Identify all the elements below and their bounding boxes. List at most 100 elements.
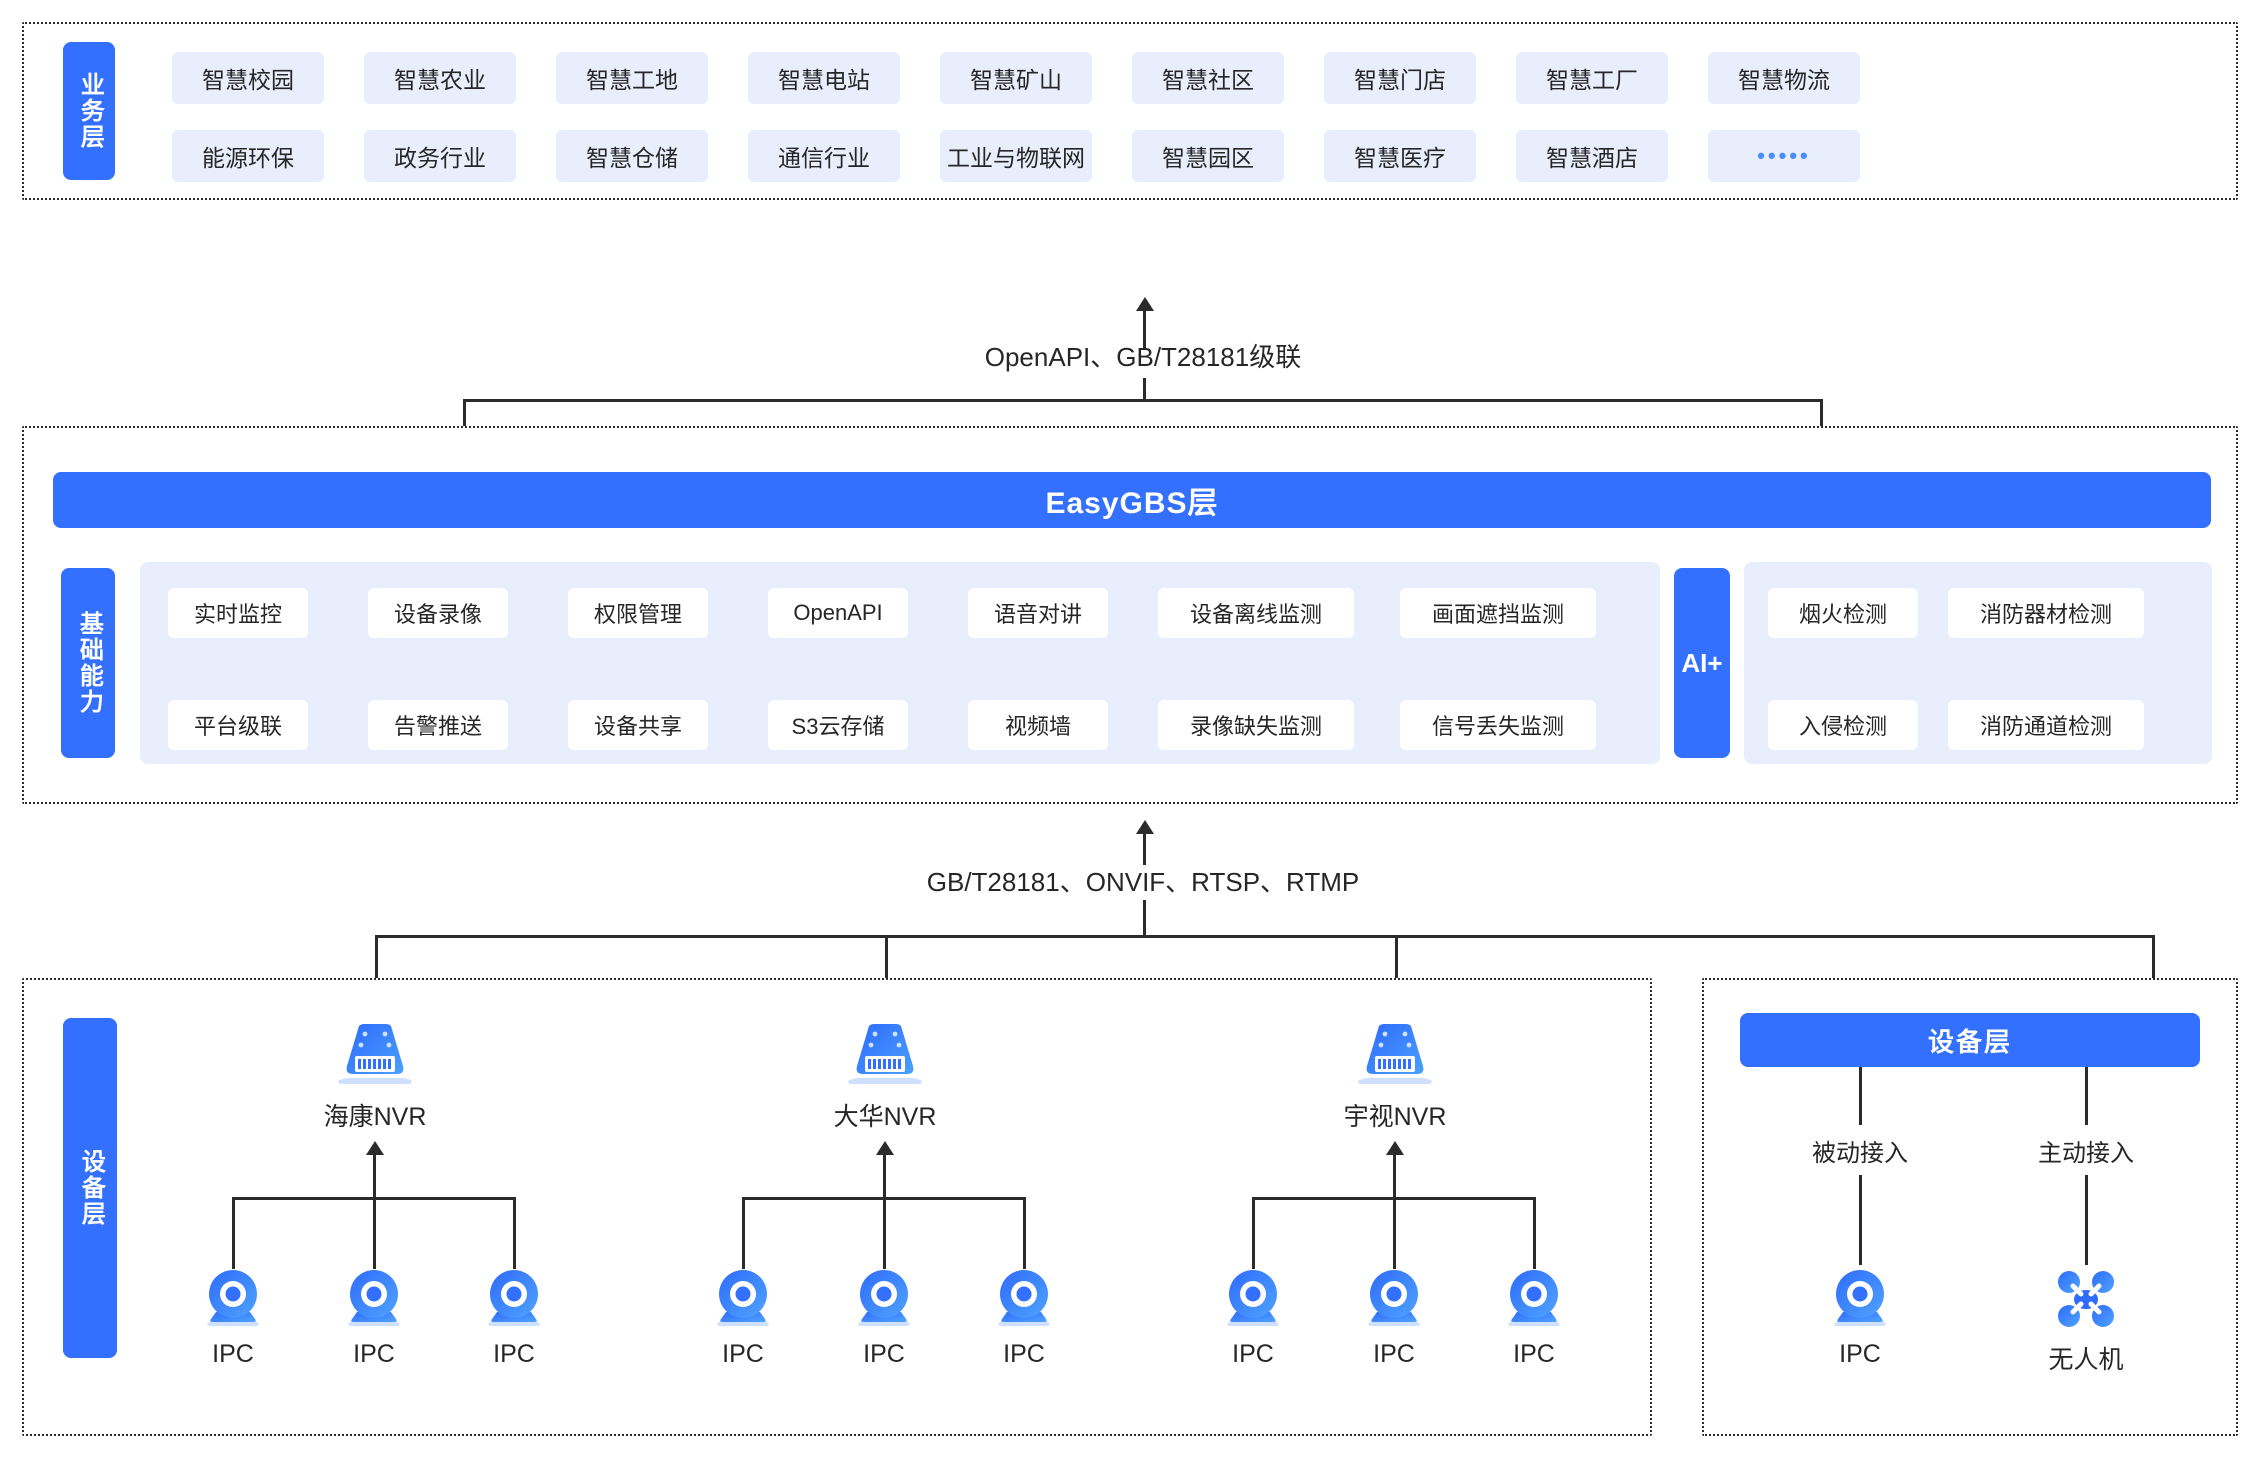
ipc-label: IPC (863, 1340, 905, 1368)
business-chip[interactable]: 智慧电站 (748, 52, 900, 104)
business-chip[interactable]: 智慧医疗 (1324, 130, 1476, 182)
ipc-camera-icon (712, 1268, 774, 1330)
nvr3-camera-branch-3 (1533, 1197, 1536, 1269)
ipc-label: IPC (1003, 1340, 1045, 1368)
ipc-camera-icon (1363, 1268, 1425, 1330)
nvr-icon (1357, 1022, 1433, 1086)
nvr3-uplink-stem (1393, 1155, 1396, 1200)
business-chip[interactable]: 智慧门店 (1324, 52, 1476, 104)
easygbs-title-bar: EasyGBS层 (53, 472, 2211, 528)
ipc-camera-icon (1829, 1268, 1891, 1330)
ipc-camera-icon (483, 1268, 545, 1330)
nvr-icon (337, 1022, 413, 1086)
active-access-stem-upper (2085, 1067, 2088, 1125)
capability-chip[interactable]: 录像缺失监测 (1158, 700, 1354, 750)
business-chip[interactable]: 智慧物流 (1708, 52, 1860, 104)
nvr1-camera-branch-1 (232, 1197, 235, 1269)
capability-chip[interactable]: 实时监控 (168, 588, 308, 638)
nvr2-uplink-arrow-icon (876, 1141, 894, 1155)
capability-chip[interactable]: 设备录像 (368, 588, 508, 638)
nvr2-camera-branch-3 (1023, 1197, 1026, 1269)
passive-access-stem-lower (1859, 1175, 1862, 1265)
top-connector-stem-lower (1143, 378, 1146, 401)
device-bus-line (375, 935, 2155, 938)
ai-capability-chip[interactable]: 消防通道检测 (1948, 700, 2144, 750)
capability-chip[interactable]: 设备共享 (568, 700, 708, 750)
ipc-label: IPC (1373, 1340, 1415, 1368)
top-connector-label: OpenAPI、GB/T28181级联 (984, 342, 1302, 372)
platform-side-label: 基础能力 (61, 568, 115, 758)
nvr-label: 宇视NVR (1343, 1103, 1447, 1131)
ipc-camera-icon (343, 1268, 405, 1330)
capability-chip[interactable]: 信号丢失监测 (1400, 700, 1596, 750)
device-layer-right-title-bar: 设备层 (1740, 1013, 2200, 1067)
nvr1-uplink-stem (373, 1155, 376, 1200)
bottom-connector-stem-lower (1143, 900, 1146, 937)
nvr1-camera-branch-2 (373, 1197, 376, 1269)
capability-chip[interactable]: 告警推送 (368, 700, 508, 750)
capability-chip[interactable]: 设备离线监测 (1158, 588, 1354, 638)
ipc-label: IPC (212, 1340, 254, 1368)
business-chip[interactable]: 智慧工地 (556, 52, 708, 104)
nvr3-camera-branch-2 (1393, 1197, 1396, 1269)
ipc-camera-icon (993, 1268, 1055, 1330)
device-bus-branch-nvr1 (375, 935, 378, 1010)
bottom-connector-label: GB/T28181、ONVIF、RTSP、RTMP (926, 867, 1360, 897)
business-chip[interactable]: 通信行业 (748, 130, 900, 182)
nvr2-uplink-stem (883, 1155, 886, 1200)
business-chip[interactable]: 智慧仓储 (556, 130, 708, 182)
ai-capability-chip[interactable]: 入侵检测 (1768, 700, 1918, 750)
business-chip[interactable]: 智慧校园 (172, 52, 324, 104)
business-chip[interactable]: 政务行业 (364, 130, 516, 182)
active-access-label: 主动接入 (2038, 1140, 2134, 1167)
ipc-label: IPC (1232, 1340, 1274, 1368)
business-chip[interactable]: 智慧园区 (1132, 130, 1284, 182)
passive-access-stem-upper (1859, 1067, 1862, 1125)
business-chip[interactable]: 智慧社区 (1132, 52, 1284, 104)
nvr3-camera-branch-1 (1252, 1197, 1255, 1269)
drone-label: 无人机 (2048, 1346, 2124, 1374)
capability-chip[interactable]: OpenAPI (768, 588, 908, 638)
capability-chip[interactable]: 画面遮挡监测 (1400, 588, 1596, 638)
ipc-label: IPC (1839, 1340, 1881, 1368)
business-chip[interactable]: 能源环保 (172, 130, 324, 182)
ipc-label: IPC (353, 1340, 395, 1368)
business-chip[interactable]: 智慧酒店 (1516, 130, 1668, 182)
business-chip[interactable]: 工业与物联网 (940, 130, 1092, 182)
nvr2-camera-branch-1 (742, 1197, 745, 1269)
capability-chip[interactable]: 视频墙 (968, 700, 1108, 750)
ai-capability-chip[interactable]: 消防器材检测 (1948, 588, 2144, 638)
ai-plus-side-label: AI+ (1674, 568, 1730, 758)
top-connector-arrow-icon (1136, 297, 1154, 311)
top-connector-stem (1143, 310, 1146, 350)
ipc-camera-icon (202, 1268, 264, 1330)
device-bus-branch-nvr3 (1395, 935, 1398, 1010)
capability-chip[interactable]: 语音对讲 (968, 588, 1108, 638)
capability-chip[interactable]: 平台级联 (168, 700, 308, 750)
business-chip-more[interactable]: ••••• (1708, 130, 1860, 182)
ipc-label: IPC (722, 1340, 764, 1368)
business-chip[interactable]: 智慧矿山 (940, 52, 1092, 104)
nvr2-camera-branch-2 (883, 1197, 886, 1269)
ai-capability-chip[interactable]: 烟火检测 (1768, 588, 1918, 638)
drone-icon (2055, 1268, 2117, 1330)
business-layer-side-label: 业务层 (63, 42, 115, 180)
nvr1-camera-branch-3 (513, 1197, 516, 1269)
device-bus-branch-nvr2 (885, 935, 888, 1010)
nvr1-uplink-arrow-icon (366, 1141, 384, 1155)
nvr-label: 海康NVR (323, 1103, 427, 1131)
ipc-camera-icon (853, 1268, 915, 1330)
business-chip[interactable]: 智慧工厂 (1516, 52, 1668, 104)
business-chip[interactable]: 智慧农业 (364, 52, 516, 104)
active-access-stem-lower (2085, 1175, 2088, 1265)
bottom-connector-stem (1143, 833, 1146, 865)
top-connector-bus (463, 399, 1823, 402)
capability-chip[interactable]: 权限管理 (568, 588, 708, 638)
nvr-label: 大华NVR (833, 1103, 937, 1131)
capability-chip[interactable]: S3云存储 (768, 700, 908, 750)
business-layer-container (22, 22, 2238, 200)
ipc-label: IPC (1513, 1340, 1555, 1368)
nvr3-uplink-arrow-icon (1386, 1141, 1404, 1155)
nvr-icon (847, 1022, 923, 1086)
